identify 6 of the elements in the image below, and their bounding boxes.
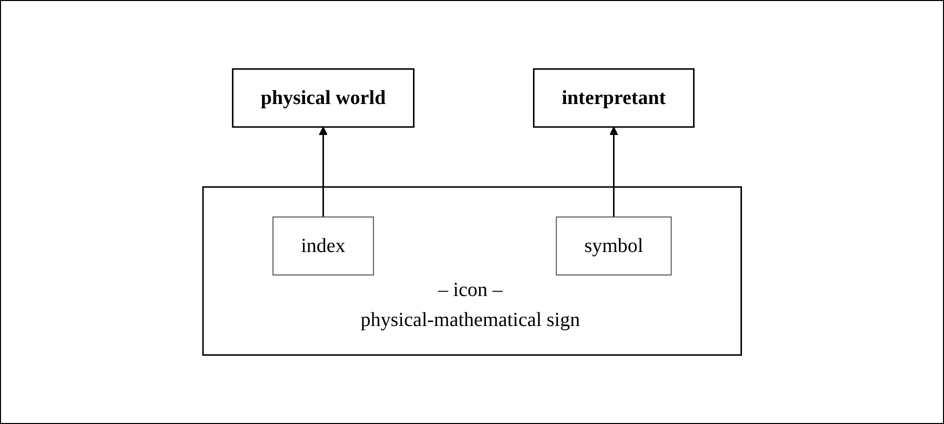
arrow	[609, 126, 618, 217]
node-box: index	[272, 216, 374, 276]
node-box: physical world	[232, 68, 414, 128]
arrow	[318, 126, 328, 217]
node-box: interpretant	[532, 68, 694, 128]
node-box: symbol	[556, 216, 672, 276]
